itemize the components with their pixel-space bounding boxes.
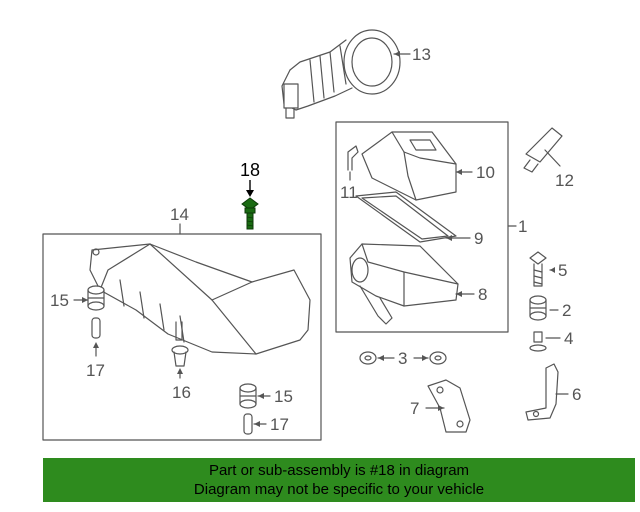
part-9-filter[interactable] — [355, 191, 457, 243]
callout-15b: 15 — [274, 387, 293, 406]
part-14-resonator[interactable] — [89, 243, 311, 355]
notice-banner: Part or sub-assembly is #18 in diagram D… — [43, 458, 635, 502]
part-18-bolt-highlighted[interactable] — [241, 180, 259, 230]
part-15b-mount[interactable] — [239, 383, 257, 409]
callout-4: 4 — [564, 329, 573, 348]
part-8-lower-case[interactable] — [349, 243, 459, 325]
callout-5: 5 — [558, 261, 567, 280]
callout-8: 8 — [478, 285, 487, 304]
part-17b-pin[interactable] — [243, 413, 253, 435]
part-2-grommet[interactable] — [529, 295, 547, 321]
part-4-bushing[interactable] — [529, 331, 547, 352]
callout-18-highlighted: 18 — [240, 160, 260, 180]
callout-6: 6 — [572, 385, 581, 404]
leader-arrowheads — [82, 51, 555, 427]
banner-line-2: Diagram may not be specific to your vehi… — [193, 481, 485, 498]
part-15a-mount[interactable] — [87, 285, 105, 311]
assembly-14-box — [42, 233, 322, 441]
part-3-grommets[interactable] — [359, 351, 447, 365]
callout-16: 16 — [172, 383, 191, 402]
part-16-clip[interactable] — [171, 345, 189, 367]
callout-9: 9 — [474, 229, 483, 248]
part-17a-pin[interactable] — [91, 317, 101, 339]
callout-14: 14 — [170, 205, 189, 224]
assembly-1-box — [335, 121, 509, 333]
callout-12: 12 — [555, 171, 574, 190]
callout-17b: 17 — [270, 415, 289, 434]
callout-10: 10 — [476, 163, 495, 182]
callout-15a: 15 — [50, 291, 69, 310]
callout-2: 2 — [562, 301, 571, 320]
part-13-intake-duct[interactable] — [281, 29, 401, 119]
callout-13: 13 — [412, 45, 431, 64]
part-11-clip[interactable] — [347, 145, 359, 171]
callout-7: 7 — [410, 399, 419, 418]
part-12-sensor[interactable] — [523, 127, 563, 173]
part-7-bracket[interactable] — [427, 379, 471, 433]
part-6-support[interactable] — [525, 363, 559, 421]
callout-11: 11 — [340, 183, 358, 202]
callout-labels: 13 12 1 10 11 9 8 5 2 4 3 7 6 14 15 17 1… — [50, 45, 581, 434]
callout-3: 3 — [398, 349, 407, 368]
part-5-bolt[interactable] — [529, 251, 547, 287]
banner-line-1: Part or sub-assembly is #18 in diagram — [208, 462, 470, 479]
callout-1: 1 — [518, 217, 527, 236]
part-10-upper-cover[interactable] — [361, 131, 457, 201]
callout-17a: 17 — [86, 361, 105, 380]
